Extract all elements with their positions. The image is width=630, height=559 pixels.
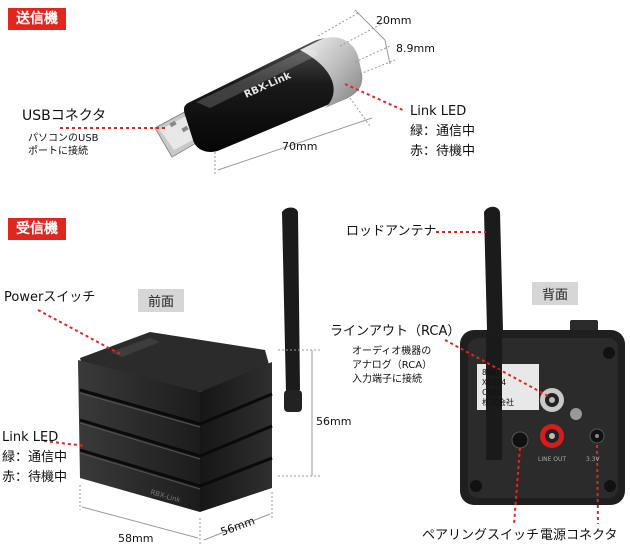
- line-out-label: ラインアウト（RCA）: [330, 324, 461, 339]
- usb-connector-label: USBコネクタ: [22, 108, 107, 124]
- receiver-back-image: [460, 206, 625, 505]
- transmitter-led-red: 赤：待機中: [410, 144, 476, 159]
- transmitter-led-green: 緑：通信中: [410, 124, 476, 139]
- usb-note-line1: パソコンのUSB: [28, 133, 99, 144]
- power-switch-label: Powerスイッチ: [4, 290, 96, 305]
- back-sticker-id: X0224: [482, 378, 507, 387]
- back-power-print: 3.3V: [586, 456, 600, 463]
- receiver-front-image: RBX-Link: [78, 207, 302, 512]
- receiver-badge: 受信機: [8, 218, 66, 240]
- dim-thickness-8-9: 8.9mm: [396, 42, 435, 55]
- dim-width-20: 20mm: [376, 14, 412, 27]
- dim-width-58: 58mm: [118, 532, 154, 545]
- transmitter-badge: 送信機: [8, 8, 66, 30]
- back-tag: 背面: [532, 282, 579, 305]
- line-out-note-line3: 入力端子に接続: [352, 374, 422, 385]
- back-sticker-model: 8WWA: [482, 368, 502, 377]
- back-lineout-print: LINE OUT: [538, 456, 567, 463]
- receiver-led-label: Link LED: [2, 430, 59, 445]
- back-sticker-company: 株式会社: [482, 398, 514, 407]
- power-connector-label: 電源コネクタ: [540, 528, 618, 543]
- transmitter-led-label: Link LED: [410, 104, 467, 119]
- receiver-led-red: 赤：待機中: [2, 470, 68, 485]
- back-sticker: 8WWA X0224 CB05 株式会社: [482, 368, 514, 408]
- line-out-note-line1: オーディオ機器の: [352, 346, 432, 357]
- back-sticker-code: CB05: [482, 388, 502, 397]
- pairing-switch-label: ペアリングスイッチ: [422, 528, 540, 543]
- receiver-led-green: 緑：通信中: [2, 450, 68, 465]
- dim-length-70: 70mm: [282, 140, 318, 153]
- dim-height-56: 56mm: [316, 415, 352, 428]
- usb-note-line2: ポートに接続: [28, 146, 88, 157]
- usb-transmitter-image: RBX-Link: [154, 37, 363, 158]
- antenna-label: ロッドアンテナ: [346, 224, 437, 239]
- line-out-note-line2: アナログ（RCA）: [352, 360, 433, 371]
- front-tag: 前面: [138, 289, 185, 312]
